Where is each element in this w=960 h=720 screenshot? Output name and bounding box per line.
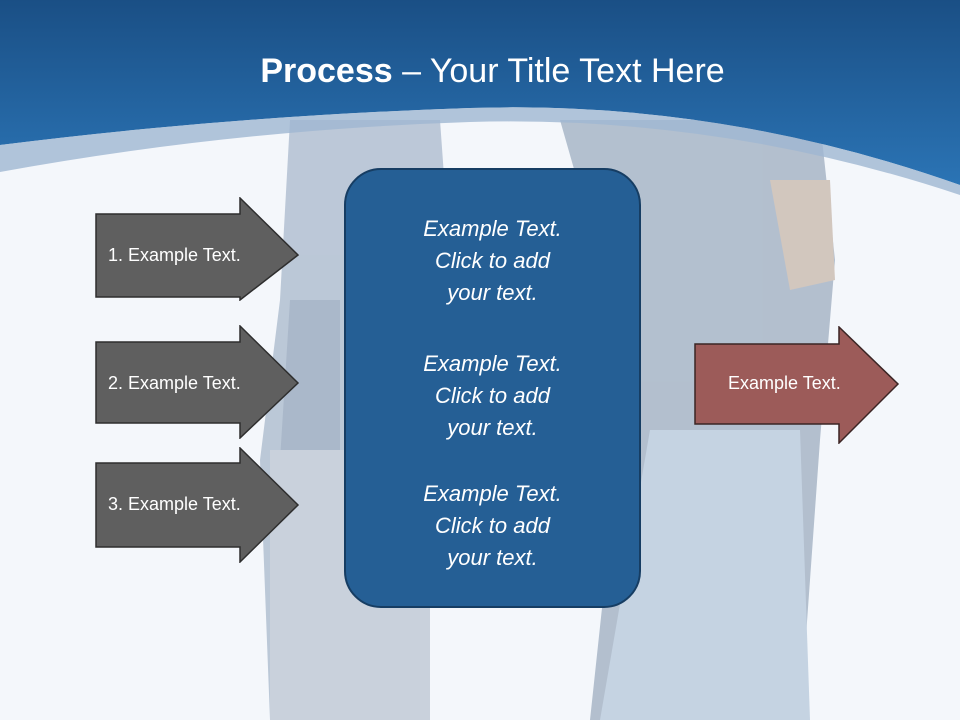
- center-text-block-2: Example Text. Click to add your text.: [344, 348, 641, 444]
- left-arrow-2[interactable]: 2. Example Text.: [95, 325, 300, 439]
- center-text-box[interactable]: Example Text. Click to add your text. Ex…: [344, 168, 641, 608]
- title-bold: Process: [260, 52, 393, 90]
- left-arrow-1-label: 1. Example Text.: [108, 245, 241, 265]
- left-arrow-2-label: 2. Example Text.: [108, 373, 241, 393]
- right-arrow[interactable]: Example Text.: [694, 326, 900, 444]
- left-arrow-1[interactable]: 1. Example Text.: [95, 197, 300, 301]
- center-block-1-line-1: Example Text.: [423, 216, 562, 241]
- center-block-2-line-1: Example Text.: [423, 351, 562, 376]
- left-arrow-2-shape: [95, 325, 300, 439]
- page-title: Process – Your Title Text Here: [0, 52, 960, 91]
- left-arrow-3-label: 3. Example Text.: [108, 494, 241, 514]
- center-block-1-line-2: Click to add: [435, 248, 550, 273]
- center-block-1-line-3: your text.: [447, 280, 538, 305]
- left-arrow-3[interactable]: 3. Example Text.: [95, 447, 300, 563]
- center-block-3-line-3: your text.: [447, 545, 538, 570]
- center-box-shape: [344, 168, 641, 608]
- left-arrow-3-shape: [95, 447, 300, 563]
- right-arrow-label: Example Text.: [728, 373, 841, 393]
- right-arrow-shape: [694, 326, 900, 444]
- center-block-3-line-2: Click to add: [435, 513, 550, 538]
- center-block-2-line-3: your text.: [447, 415, 538, 440]
- center-text-block-3: Example Text. Click to add your text.: [344, 478, 641, 574]
- left-arrow-1-shape: [95, 197, 300, 301]
- center-text-block-1: Example Text. Click to add your text.: [344, 213, 641, 309]
- center-block-3-line-1: Example Text.: [423, 481, 562, 506]
- title-rest: – Your Title Text Here: [392, 52, 725, 90]
- center-block-2-line-2: Click to add: [435, 383, 550, 408]
